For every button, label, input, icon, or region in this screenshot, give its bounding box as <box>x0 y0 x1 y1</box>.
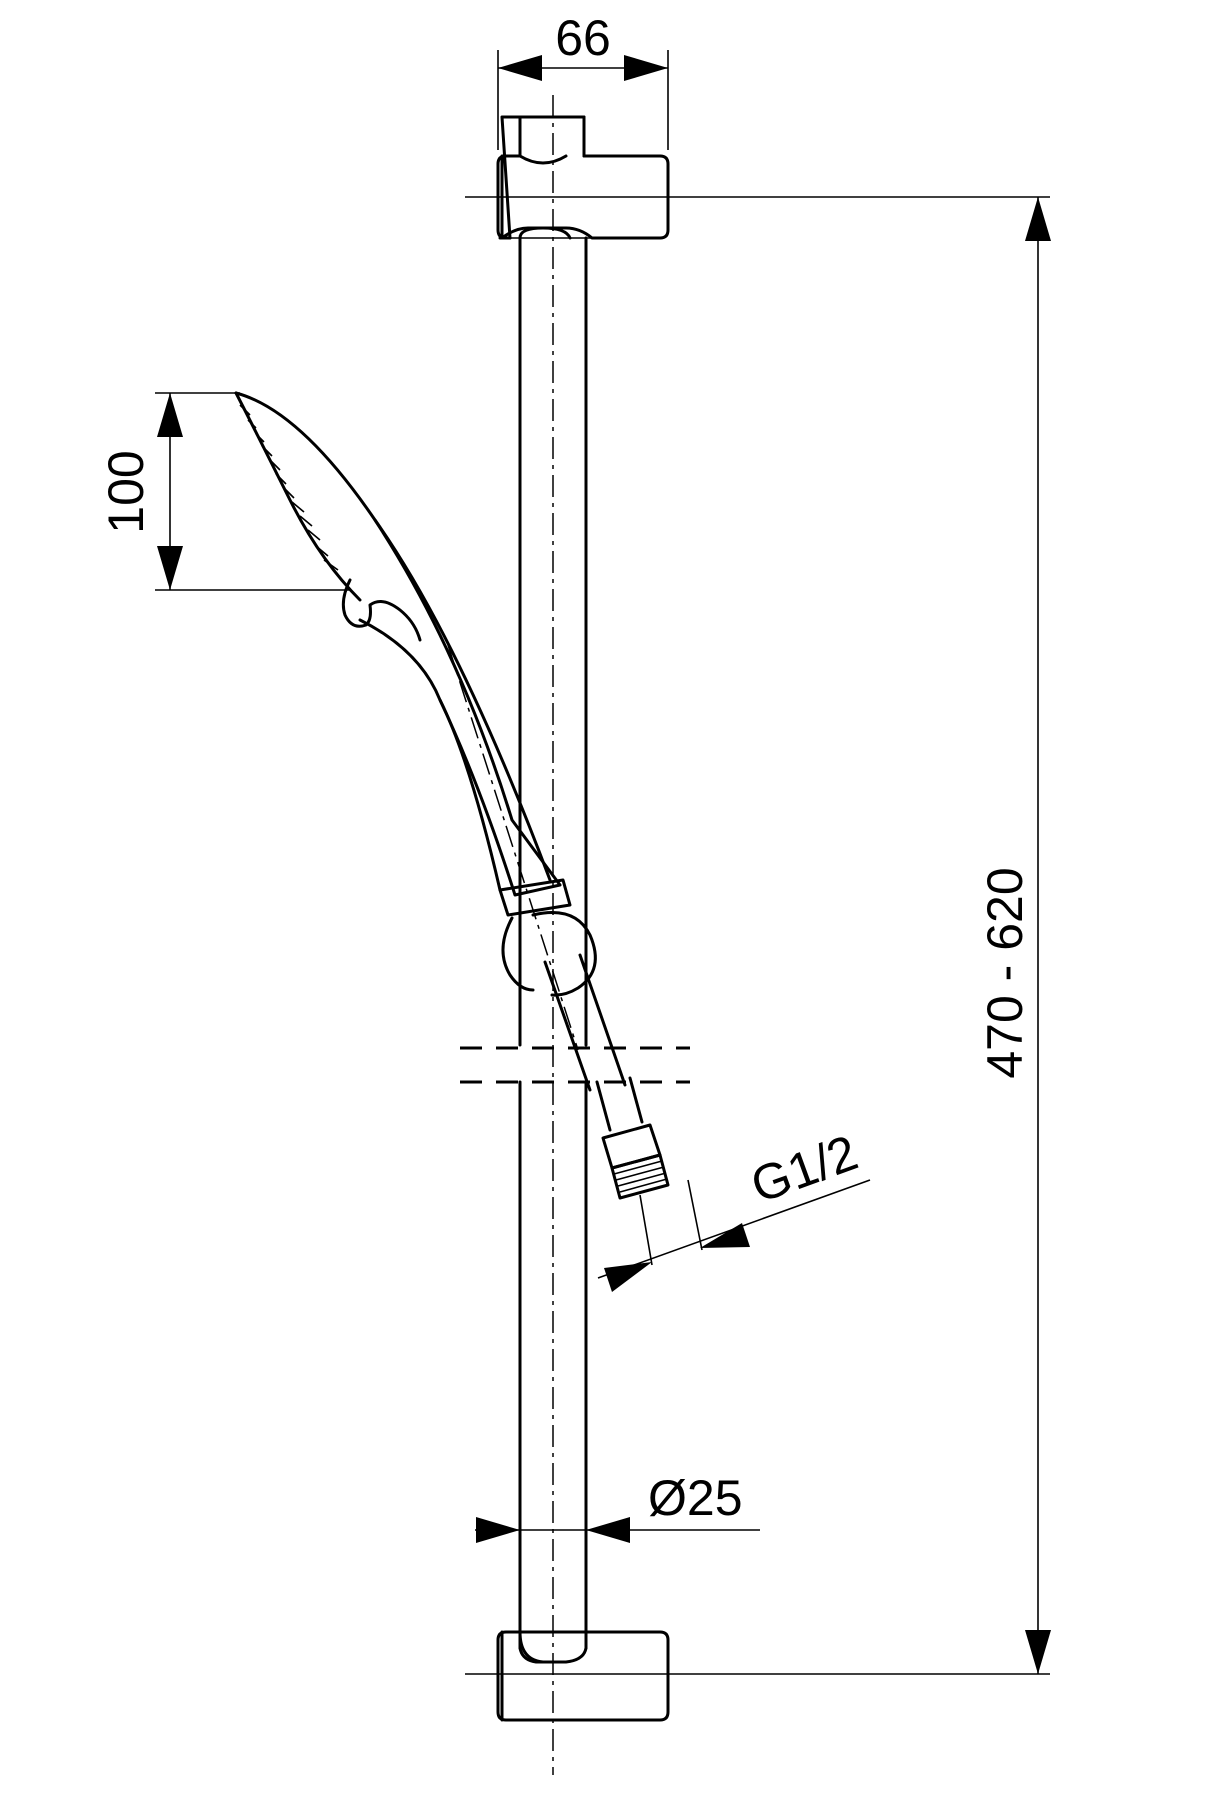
dimension-label-g1-2: G1/2 <box>744 1124 865 1214</box>
dimension-bracket-width: 66 <box>497 10 669 150</box>
dimension-rail-length: 470 - 620 <box>465 196 1051 1675</box>
spray-face <box>239 404 339 571</box>
dimension-label-470-620: 470 - 620 <box>977 867 1033 1078</box>
handshower-handle <box>234 391 562 897</box>
handshower-assembly <box>234 391 670 1200</box>
sliding-rail <box>460 95 690 1775</box>
handshower-axis <box>447 644 579 1051</box>
dimension-rail-diameter: Ø25 <box>475 1470 760 1543</box>
dimension-label-diameter-25: Ø25 <box>648 1470 743 1526</box>
bottom-wall-bracket <box>496 1630 670 1722</box>
thread-connector <box>601 1123 670 1200</box>
dimension-hose-thread: G1/2 <box>597 1124 871 1292</box>
dimension-label-66: 66 <box>555 10 611 66</box>
thumb-tab <box>341 578 422 642</box>
hose <box>543 953 627 1092</box>
slider-holder <box>531 911 597 997</box>
dimension-head-size: 100 <box>98 392 350 591</box>
dimension-label-100: 100 <box>98 450 154 533</box>
